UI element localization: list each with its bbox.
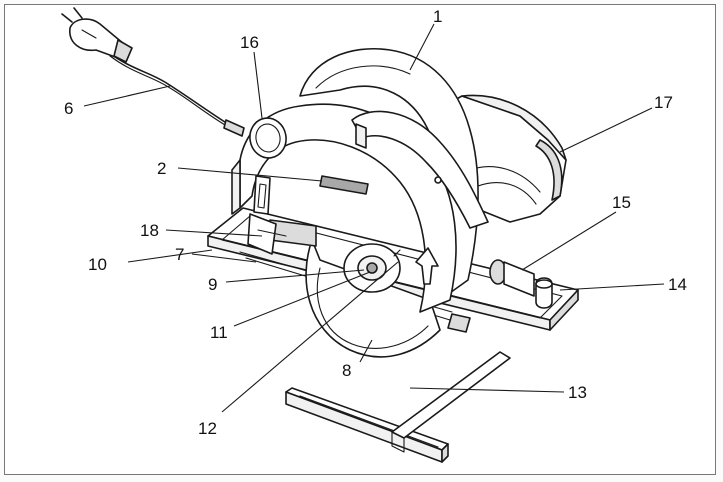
bevel-adjust-knob [489, 259, 553, 309]
callout-labels: 1 2 6 7 8 9 10 11 12 13 14 15 16 17 18 [64, 7, 687, 438]
callout-8: 8 [342, 361, 351, 380]
callout-11: 11 [210, 323, 228, 342]
power-cable [107, 51, 287, 159]
callout-15: 15 [612, 193, 631, 212]
saw-blade [305, 239, 441, 358]
callout-16: 16 [240, 33, 259, 52]
callout-6: 6 [64, 99, 73, 118]
callout-9: 9 [208, 275, 217, 294]
callout-7: 7 [175, 245, 184, 264]
saw-handle [351, 110, 489, 229]
parallel-guide [285, 351, 511, 463]
callout-17: 17 [654, 93, 673, 112]
callout-12: 12 [198, 419, 217, 438]
leader-lines [83, 23, 665, 413]
callout-18: 18 [140, 221, 159, 240]
callout-2: 2 [157, 159, 166, 178]
callout-13: 13 [568, 383, 587, 402]
callout-10: 10 [88, 255, 107, 274]
lower-guard-lever [247, 213, 317, 255]
cutting-mark [447, 313, 471, 333]
callout-1: 1 [433, 7, 442, 26]
rotation-arrow [415, 247, 439, 285]
callout-14: 14 [668, 275, 687, 294]
power-plug [61, 7, 133, 63]
